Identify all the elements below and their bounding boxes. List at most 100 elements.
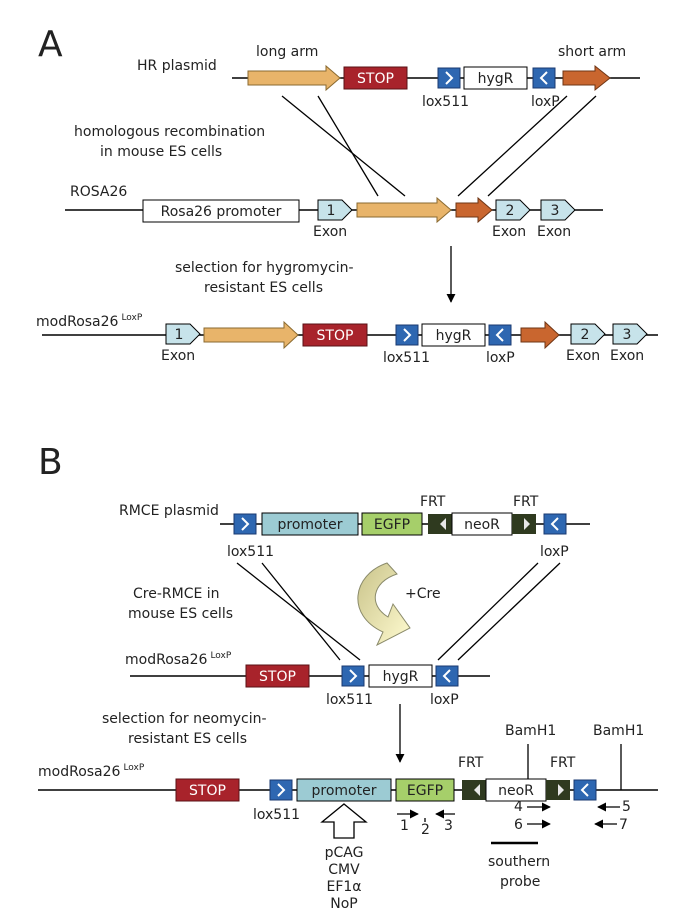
hygro-selection-line1: selection for hygromycin- (175, 260, 354, 276)
long-arm-mod (203, 320, 299, 350)
long-arm-arrow (247, 64, 341, 92)
hygr-box-b (368, 664, 433, 688)
primer-3-label: 3 (444, 818, 453, 834)
exon-2-shape (495, 199, 531, 221)
lox511-site-rmce (233, 513, 257, 535)
exon-1-number-mod: 1 (175, 327, 184, 343)
promoter-box-final (296, 778, 392, 802)
frt-right-final (546, 780, 570, 800)
rosa26-label: ROSA26 (70, 184, 127, 200)
exon-3-number-mod: 3 (623, 327, 632, 343)
exon-3-label-mod: Exon (610, 348, 644, 364)
lox511-label-rmce: lox511 (227, 544, 274, 560)
lox511-label-mod: lox511 (383, 350, 430, 366)
promoter-option-ef1a: EF1α (326, 879, 361, 895)
long-arm-label: long arm (256, 44, 318, 60)
short-arm-label: short arm (558, 44, 626, 60)
hr-plasmid-label: HR plasmid (137, 58, 217, 74)
promoter-options: pCAG CMV EF1α NoP (320, 803, 368, 912)
hygr-label-mod: hygR (436, 328, 472, 344)
hygr-box (463, 66, 528, 90)
exon-1-shape (317, 199, 353, 221)
loxp-site-b (435, 665, 459, 687)
exon-1-number: 1 (327, 203, 336, 219)
loxp-label-rmce: loxP (540, 544, 569, 560)
stop-cassette-box (343, 66, 408, 90)
frt-left-rmce (428, 514, 452, 534)
promoter-option-nop: NoP (330, 896, 357, 912)
loxp-site-rmce (543, 513, 567, 535)
frt-right-rmce (512, 514, 536, 534)
exon-2-number-mod: 2 (581, 327, 590, 343)
promoter-box-rmce (261, 512, 359, 536)
southern-probe: southern probe (488, 841, 550, 890)
frt-left-label-final: FRT (458, 755, 484, 771)
lox511-label-final: lox511 (253, 807, 300, 823)
short-arm-genomic (455, 196, 493, 224)
southern-probe-line1: southern (488, 854, 550, 870)
stop-box-b (245, 664, 310, 688)
exon-1-shape-mod (165, 323, 201, 345)
exon-2-shape-mod (570, 323, 606, 345)
primer-2-label: 2 (421, 822, 430, 838)
stop-box-mod (302, 323, 368, 347)
exon-2-number: 2 (506, 203, 515, 219)
frt-right-label: FRT (513, 494, 539, 510)
cre-rmce-line1: Cre-RMCE in (133, 586, 220, 602)
egfp-box-final (395, 778, 455, 802)
loxp-label: loxP (531, 94, 560, 110)
primer-4-label: 4 (514, 799, 523, 815)
recombination-crosses-b (236, 562, 561, 661)
exon-2-label: Exon (492, 224, 526, 240)
rosa26-locus: ROSA26 Rosa26 promoter 1 Exon 2 Exon 3 E… (65, 184, 603, 240)
egfp-label-rmce: EGFP (374, 517, 410, 533)
hr-description-line2: in mouse ES cells (100, 144, 222, 160)
bamh1-label-left: BamH1 (505, 723, 556, 739)
lox511-site-mod (395, 324, 419, 346)
stop-box-final (175, 778, 240, 802)
promoter-label-rmce: promoter (278, 517, 343, 533)
hollow-up-arrow (320, 803, 368, 839)
hygr-label: hygR (478, 71, 514, 87)
frt-right-label-final: FRT (550, 755, 576, 771)
short-arm-arrow (562, 64, 611, 92)
primer-1-label: 1 (400, 818, 409, 834)
hygro-selection-line2: resistant ES cells (204, 280, 323, 296)
cre-rmce-line2: mouse ES cells (128, 606, 233, 622)
primer-7-label: 7 (619, 817, 628, 833)
stop-label-b: STOP (259, 669, 296, 685)
loxp-site (532, 67, 556, 89)
lox511-site (437, 67, 461, 89)
long-arm-genomic (356, 196, 452, 224)
frt-left-final (462, 780, 486, 800)
egfp-label-final: EGFP (407, 783, 443, 799)
stop-cassette-label: STOP (357, 71, 394, 87)
bamh1-label-right: BamH1 (593, 723, 644, 739)
hr-description-line1: homologous recombination (74, 124, 265, 140)
neo-selection-line2: resistant ES cells (128, 731, 247, 747)
loxp-label-mod: loxP (486, 350, 515, 366)
lox511-site-final (269, 779, 293, 801)
promoter-option-cmv: CMV (328, 862, 360, 878)
loxp-site-final (573, 779, 597, 801)
recombination-crosses-a (281, 95, 597, 197)
primer-6-label: 6 (514, 817, 523, 833)
hygr-label-b: hygR (383, 669, 419, 685)
neo-selection-line1: selection for neomycin- (102, 711, 267, 727)
loxp-site-mod (488, 324, 512, 346)
panel-label-a: A (38, 24, 63, 65)
primer-5-label: 5 (622, 799, 631, 815)
rmce-plasmid-label: RMCE plasmid (119, 503, 219, 519)
exon-3-shape (540, 199, 576, 221)
exon-3-shape-mod (612, 323, 648, 345)
rmce-plasmid-construct: RMCE plasmid promoter EGFP neoR FRT FRT … (119, 494, 590, 560)
stop-label-mod: STOP (317, 328, 354, 344)
promoter-label-final: promoter (312, 783, 377, 799)
promoter-option-pcag: pCAG (325, 845, 364, 861)
rosa26-promoter-box (142, 199, 300, 223)
